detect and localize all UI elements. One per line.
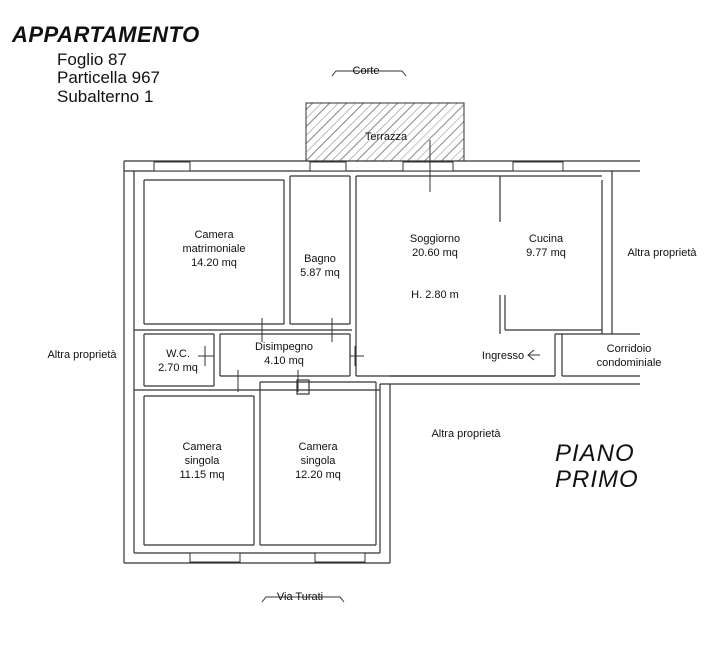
camera-singola-2-name1: Camera [298, 441, 338, 453]
ingresso-label: Ingresso [482, 350, 524, 362]
camera-singola-1-area: 11.15 mq [179, 469, 224, 481]
terrazza-label: Terrazza [365, 131, 408, 143]
subalterno-label: Subalterno 1 [57, 87, 154, 106]
camera-matrimoniale-name1: Camera [194, 229, 234, 241]
corridoio-line2: condominiale [597, 357, 662, 369]
inner-walls [134, 175, 602, 546]
door-marks [198, 140, 540, 392]
wc-area: 2.70 mq [158, 362, 198, 374]
windows [153, 161, 564, 563]
soggiorno-name: Soggiorno [410, 233, 460, 245]
via-label: Via Turati [277, 591, 323, 603]
corte-label: Corte [353, 65, 380, 77]
foglio-label: Foglio 87 [57, 50, 127, 69]
camera-singola-1-name1: Camera [182, 441, 222, 453]
particella-label: Particella 967 [57, 68, 161, 87]
bagno-name: Bagno [304, 253, 336, 265]
orientation-arrows [261, 70, 407, 603]
disimpegno-area: 4.10 mq [264, 355, 304, 367]
soggiorno-area: 20.60 mq [412, 247, 458, 259]
camera-matrimoniale-area: 14.20 mq [191, 257, 237, 269]
camera-singola-2-name2: singola [301, 455, 337, 467]
cucina-area: 9.77 mq [526, 247, 566, 259]
camera-matrimoniale-name2: matrimoniale [183, 243, 246, 255]
altra-proprieta-west: Altra proprietà [47, 349, 117, 361]
camera-singola-1-name2: singola [185, 455, 221, 467]
terrace-area [305, 102, 465, 162]
bagno-area: 5.87 mq [300, 267, 340, 279]
altra-proprieta-southeast: Altra proprietà [431, 428, 501, 440]
altra-proprieta-east: Altra proprietà [627, 247, 697, 259]
plan-title: APPARTAMENTO [12, 22, 200, 47]
corridoio-line1: Corridoio [607, 343, 652, 355]
soggiorno-height: H. 2.80 m [411, 289, 459, 301]
disimpegno-name: Disimpegno [255, 341, 313, 353]
camera-singola-2-area: 12.20 mq [295, 469, 341, 481]
floor-label-line1: PIANO [555, 440, 635, 467]
cucina-name: Cucina [529, 233, 564, 245]
outer-walls [123, 160, 640, 564]
floor-label-line2: PRIMO [555, 466, 639, 493]
wc-name: W.C. [166, 348, 190, 360]
